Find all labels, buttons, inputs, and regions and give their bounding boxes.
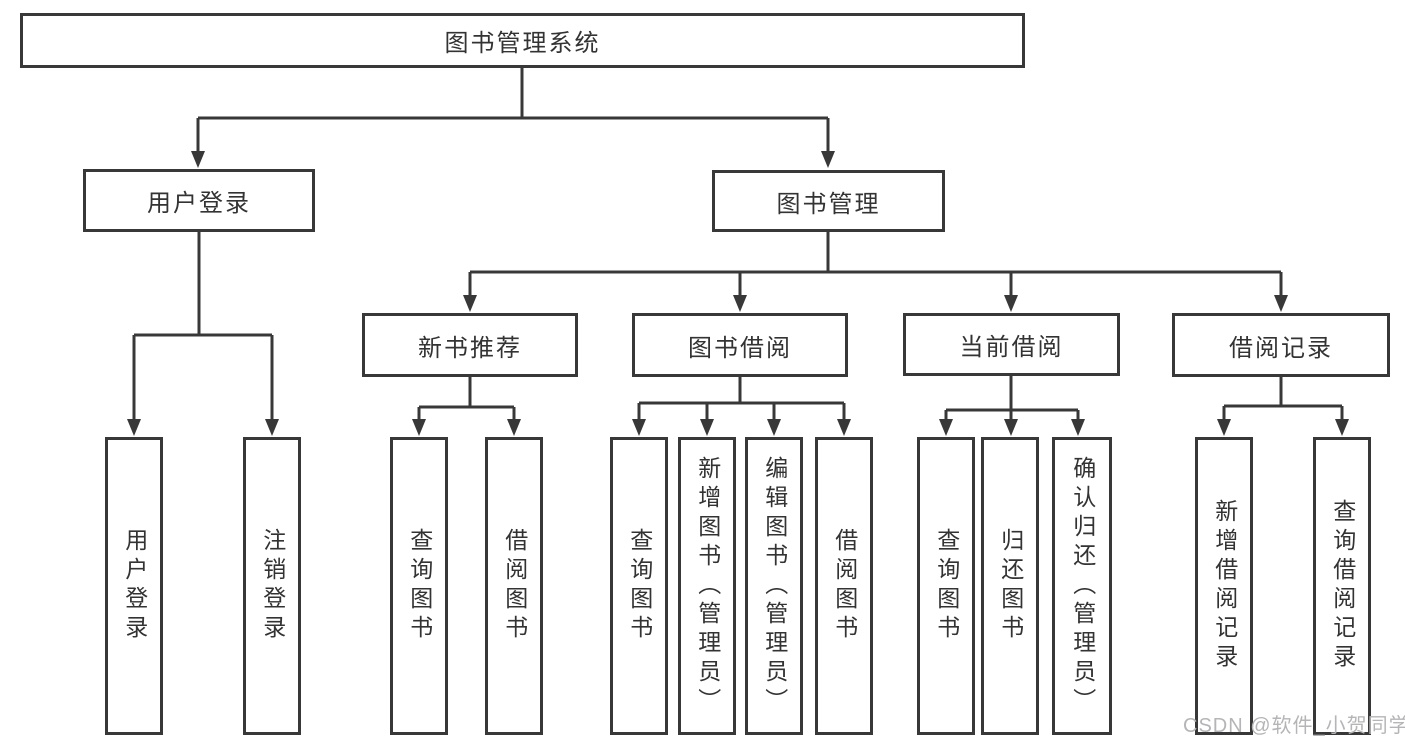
node-label: 确认归还（管理员）	[1069, 455, 1096, 717]
leaf-query-borrow-record: 查询借阅记录	[1313, 437, 1371, 735]
leaf-edit-book-admin: 编辑图书（管理员）	[745, 437, 803, 735]
node-current-borrowing: 当前借阅	[903, 313, 1120, 376]
node-label: 查询图书	[626, 528, 653, 644]
node-label: 查询借阅记录	[1329, 499, 1356, 673]
node-label: 查询图书	[406, 528, 433, 644]
leaf-query-books-current: 查询图书	[917, 437, 975, 735]
node-label: 新增图书（管理员）	[694, 455, 721, 717]
leaf-logout: 注销登录	[243, 437, 301, 735]
node-root-system: 图书管理系统	[20, 13, 1025, 68]
leaf-query-books-borrowing: 查询图书	[610, 437, 668, 735]
leaf-return-book: 归还图书	[981, 437, 1039, 735]
node-label: 借阅记录	[1229, 334, 1333, 362]
leaf-borrow-books-recommend: 借阅图书	[485, 437, 543, 735]
leaf-query-books-recommend: 查询图书	[390, 437, 448, 735]
node-label: 图书借阅	[688, 334, 792, 362]
node-label: 借阅图书	[831, 528, 858, 644]
node-label: 编辑图书（管理员）	[761, 455, 788, 717]
node-label: 用户登录	[147, 190, 251, 217]
node-book-borrowing: 图书借阅	[632, 313, 848, 377]
node-label: 借阅图书	[501, 528, 528, 644]
leaf-confirm-return-admin: 确认归还（管理员）	[1052, 437, 1112, 735]
csdn-watermark: CSDN @软件_小贺同学	[1183, 715, 1405, 737]
leaf-add-book-admin: 新增图书（管理员）	[678, 437, 736, 735]
node-new-book-recommend: 新书推荐	[362, 313, 578, 377]
node-label: 注销登录	[259, 528, 286, 644]
node-user-login-module: 用户登录	[83, 169, 315, 232]
node-label: 归还图书	[997, 528, 1024, 644]
node-label: 图书管理系统	[444, 30, 601, 57]
leaf-add-borrow-record: 新增借阅记录	[1195, 437, 1253, 735]
node-label: 新书推荐	[418, 334, 522, 362]
node-book-management-module: 图书管理	[712, 170, 945, 232]
node-label: 用户登录	[121, 528, 148, 644]
node-label: 新增借阅记录	[1211, 499, 1238, 673]
node-label: 图书管理	[776, 190, 881, 218]
leaf-borrow-book: 借阅图书	[815, 437, 873, 735]
node-label: 当前借阅	[959, 334, 1064, 361]
node-label: 查询图书	[933, 528, 960, 644]
leaf-user-login: 用户登录	[105, 437, 163, 735]
node-borrowing-records: 借阅记录	[1172, 313, 1390, 377]
